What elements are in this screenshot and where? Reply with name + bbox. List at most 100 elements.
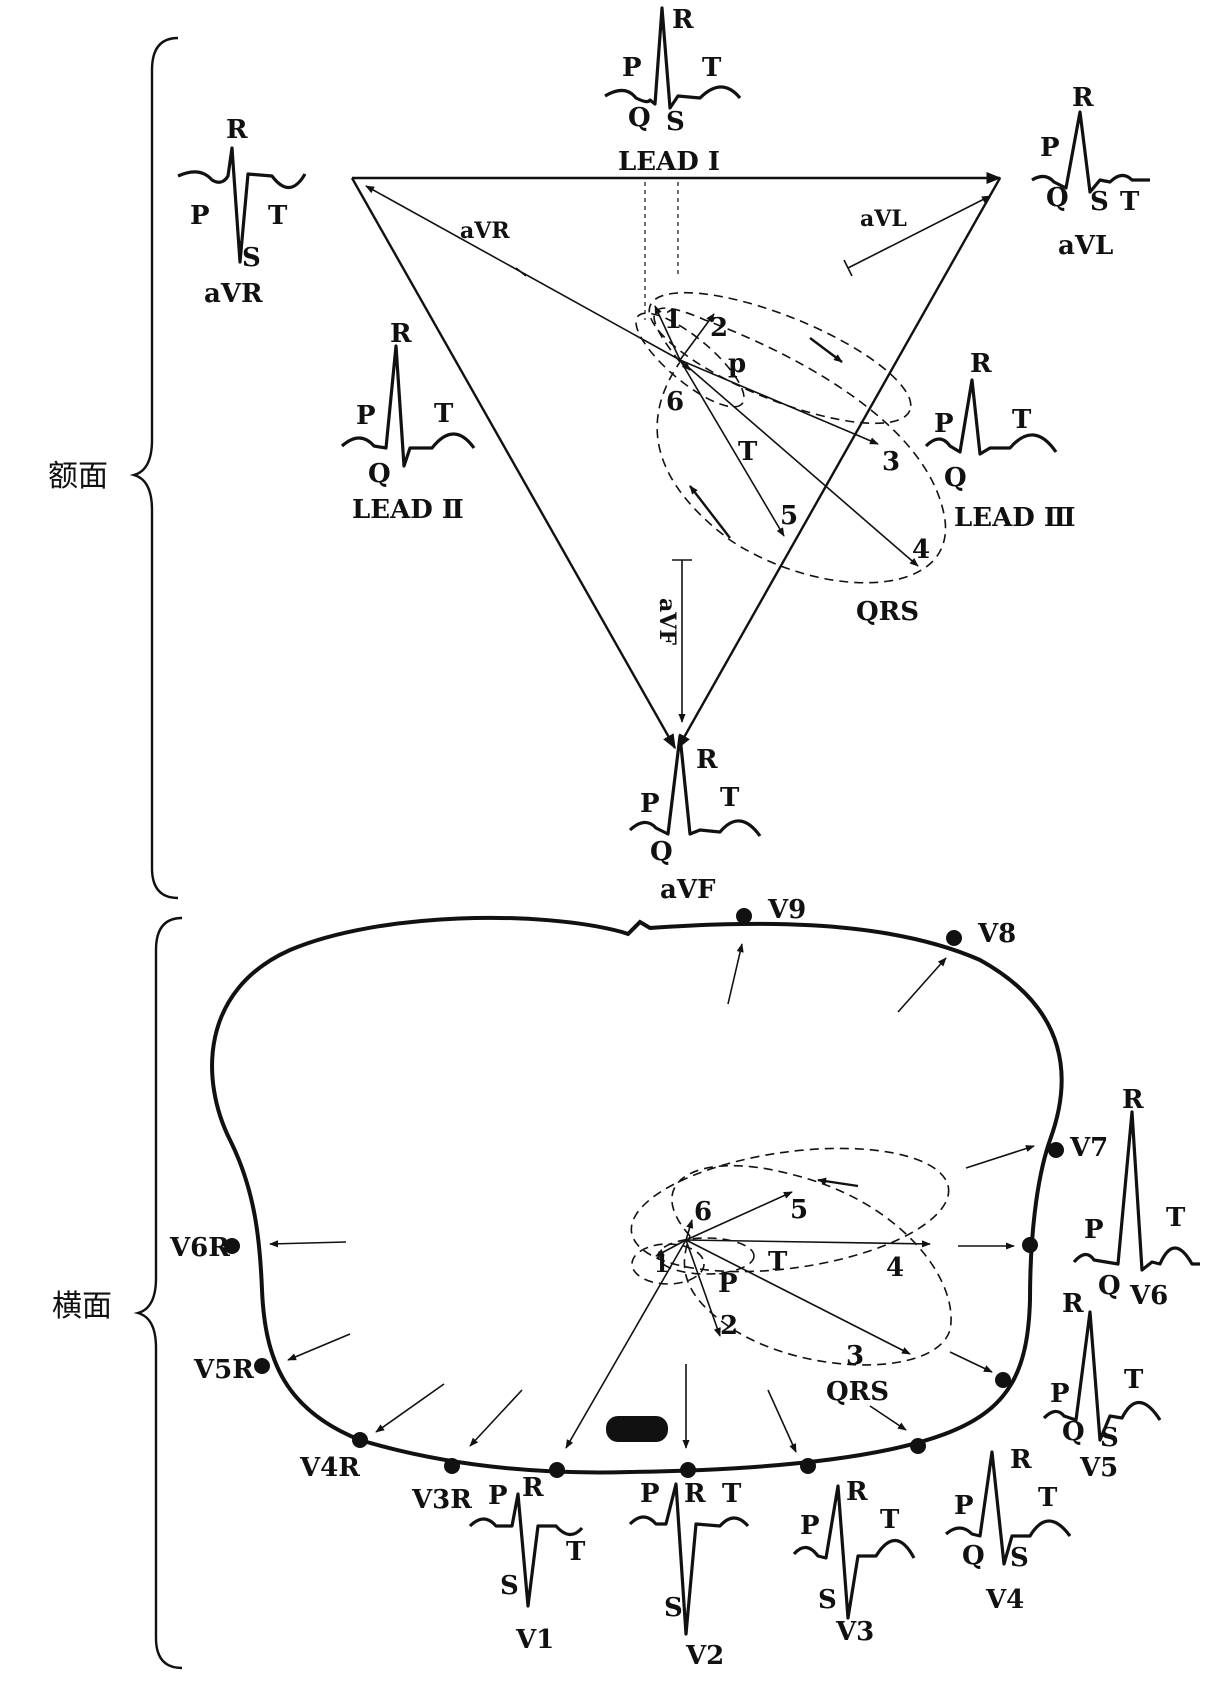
electrode-v3r: V3R — [411, 1485, 472, 1515]
svg-text:T: T — [722, 1479, 742, 1509]
svg-text:S: S — [242, 243, 261, 273]
svg-text:R: R — [846, 1477, 868, 1507]
frontal-vector-6: 6 — [666, 387, 684, 417]
svg-text:P: P — [356, 401, 376, 431]
horizontal-t-loop-label: T — [768, 1247, 788, 1277]
electrode-v1: V1 — [515, 1625, 554, 1655]
frontal-p-loop-label: p — [728, 349, 746, 379]
electrode-v4: V4 — [985, 1585, 1024, 1615]
svg-text:P: P — [954, 1491, 974, 1521]
torso-outline — [210, 915, 1064, 1475]
svg-text:S: S — [818, 1585, 837, 1615]
svg-text:R: R — [970, 349, 992, 379]
svg-text:R: R — [1072, 83, 1094, 113]
electrode-v6: V6 — [1129, 1281, 1168, 1311]
horizontal-qrs-loop-label: QRS — [826, 1377, 889, 1407]
horizontal-electrodes — [224, 908, 1064, 1478]
svg-text:T: T — [268, 201, 288, 231]
lead-i-label: LEAD Ⅰ — [618, 147, 720, 177]
svg-text:T: T — [566, 1537, 586, 1567]
horizontal-vector-4: 4 — [886, 1253, 904, 1283]
horizontal-vector-5: 5 — [790, 1195, 808, 1225]
svg-text:T: T — [1124, 1365, 1144, 1395]
electrode-v9: V9 — [767, 895, 806, 925]
horizontal-vector-1: 1 — [654, 1252, 669, 1278]
svg-text:T: T — [1038, 1483, 1058, 1513]
avl-axis: aVL — [843, 195, 991, 277]
svg-text:P: P — [622, 53, 642, 83]
svg-text:S: S — [1090, 187, 1109, 217]
svg-text:Q: Q — [944, 463, 967, 493]
lead-ii-label: LEAD Ⅱ — [352, 495, 464, 525]
electrode-v8: V8 — [977, 919, 1016, 949]
svg-text:S: S — [1100, 1423, 1119, 1453]
svg-text:P: P — [488, 1481, 508, 1511]
svg-text:R: R — [696, 745, 718, 775]
ecg-lead-ii: R P T Q LEAD Ⅱ — [340, 319, 476, 525]
svg-text:P: P — [934, 409, 954, 439]
electrode-v5r: V5R — [193, 1355, 254, 1385]
svg-text:R: R — [1010, 1445, 1032, 1475]
frontal-t-loop-label: T — [738, 437, 758, 467]
horizontal-vector-loops — [630, 1147, 952, 1366]
avf-axis-label: aVF — [654, 598, 680, 645]
svg-text:Q: Q — [1098, 1271, 1121, 1301]
svg-text:S: S — [664, 1593, 683, 1623]
svg-text:Q: Q — [628, 103, 651, 133]
label-frontal-plane: 额面 — [48, 459, 108, 494]
avr-axis: aVR — [365, 185, 681, 361]
avl-label: aVL — [1058, 231, 1113, 261]
svg-text:P: P — [1050, 1379, 1070, 1409]
ecg-lead-i: R P T Q S LEAD Ⅰ — [604, 5, 742, 177]
ecg-avl: R P Q S T aVL — [1031, 83, 1150, 261]
svg-text:Q: Q — [1062, 1417, 1085, 1447]
einthoven-triangle — [350, 172, 1002, 750]
lead-iii-label: LEAD Ⅲ — [954, 503, 1076, 533]
frontal-qrs-loop-label: QRS — [856, 597, 919, 627]
horizontal-lead-axes — [269, 943, 1035, 1453]
svg-text:P: P — [1084, 1215, 1104, 1245]
electrode-v2: V2 — [685, 1641, 724, 1671]
frontal-vector-1: 1 — [664, 305, 682, 335]
svg-text:R: R — [672, 5, 694, 35]
svg-text:Q: Q — [368, 459, 391, 489]
svg-text:T: T — [702, 53, 722, 83]
horizontal-vector-2: 2 — [720, 1311, 738, 1341]
svg-text:T: T — [1166, 1203, 1186, 1233]
svg-text:T: T — [434, 399, 454, 429]
frontal-vector-3: 3 — [882, 447, 900, 477]
svg-text:R: R — [1062, 1289, 1084, 1319]
frontal-vectors — [654, 305, 919, 567]
label-horizontal-plane: 横面 — [52, 1289, 112, 1324]
frontal-vector-5: 5 — [780, 501, 798, 531]
svg-text:S: S — [666, 107, 685, 137]
svg-text:P: P — [1040, 133, 1060, 163]
frontal-vector-loops — [635, 291, 947, 584]
ecg-v5: R P T Q S — [1042, 1289, 1162, 1453]
ecg-v6: R P T Q — [1072, 1085, 1200, 1301]
horizontal-vector-6: 6 — [694, 1197, 712, 1227]
svg-text:T: T — [1120, 187, 1140, 217]
svg-text:Q: Q — [1046, 183, 1069, 213]
avf-label: aVF — [660, 875, 716, 905]
brace-frontal — [129, 36, 179, 900]
svg-text:S: S — [1010, 1543, 1029, 1573]
ecg-v4: R P T Q S — [944, 1445, 1072, 1573]
ecg-avf: R P T Q aVF — [628, 734, 762, 905]
electrode-v3: V3 — [835, 1617, 874, 1647]
ecg-v1: R P T S — [468, 1473, 586, 1608]
svg-text:R: R — [226, 115, 248, 145]
svg-text:Q: Q — [650, 837, 673, 867]
avr-label: aVR — [204, 279, 263, 309]
svg-text:R: R — [1122, 1085, 1144, 1115]
ecg-avr: R P T S aVR — [177, 115, 307, 309]
svg-text:R: R — [390, 319, 412, 349]
svg-text:P: P — [640, 1479, 660, 1509]
avf-axis: aVF — [654, 559, 692, 723]
svg-text:R: R — [522, 1473, 544, 1503]
electrode-v5: V5 — [1079, 1453, 1118, 1483]
sternum-marker — [606, 1416, 668, 1442]
svg-text:S: S — [500, 1571, 519, 1601]
horizontal-vectors — [565, 1191, 931, 1449]
